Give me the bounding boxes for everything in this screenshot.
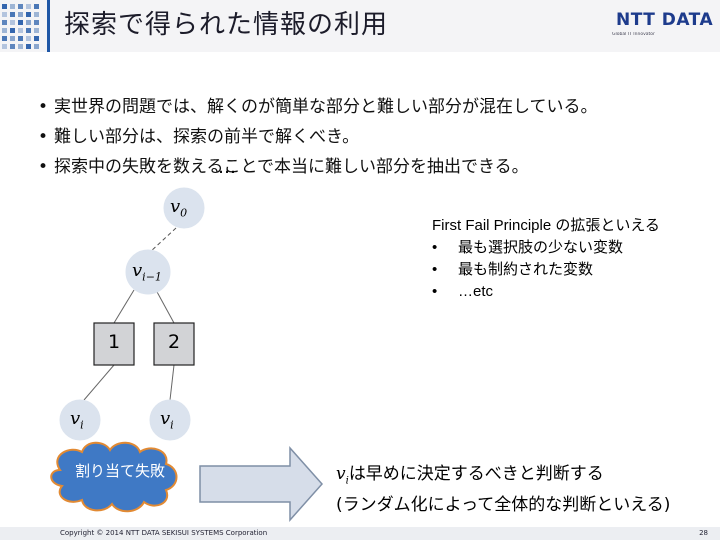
logo-tagline: Global IT Innovator (612, 32, 655, 37)
tree-node-leaf-right (149, 399, 191, 441)
logo-wordmark: NTT DATA (616, 10, 714, 30)
tree-node-leaf-left (59, 399, 101, 441)
note-item: •最も選択肢の少ない変数 (432, 237, 712, 259)
note-list: •最も選択肢の少ない変数 •最も制約された変数 •…etc (432, 237, 712, 303)
company-logo: NTT DATA Global IT Innovator (612, 10, 714, 44)
conclusion-line-2: (ランダム化によって全体的な判断といえる) (336, 495, 671, 516)
bullet-dot-icon: • (38, 97, 49, 117)
right-arrow-shape (199, 446, 324, 522)
failure-cloud-shape (50, 441, 178, 513)
leaf-left-label: vi (70, 408, 84, 432)
bullet-text: 探索中の失敗を数えることで本当に難しい部分を抽出できる。 (54, 157, 529, 177)
note-item: •…etc (432, 281, 712, 303)
bullet-dot-icon: • (38, 127, 49, 147)
slide-footer: Copyright © 2014 NTT DATA SEKISUI SYSTEM… (0, 527, 720, 540)
choice-box-2-label: 2 (167, 331, 181, 353)
bullet-dot-icon: • (432, 283, 438, 300)
conclusion-text: viは早めに決定するべきと判断する (ランダム化によって全体的な判断といえる) (336, 462, 670, 517)
bullet-text: 実世界の問題では、解くのが簡単な部分と難しい部分が混在している。 (54, 97, 598, 117)
tree-node-mid (125, 249, 171, 295)
tree-edge-dashed (149, 227, 177, 253)
bullet-item: •探索中の失敗を数えることで本当に難しい部分を抽出できる。 (38, 152, 598, 182)
cloud-failure-text: 割り当て失敗 (74, 462, 165, 480)
conclusion-variable: vi (336, 464, 349, 487)
root-node-label: v0 (170, 196, 188, 220)
bullet-list: •実世界の問題では、解くのが簡単な部分と難しい部分が混在している。 •難しい部分… (38, 92, 598, 182)
choice-box-1 (93, 322, 135, 366)
tree-edge (155, 289, 175, 324)
bullet-item: •実世界の問題では、解くのが簡単な部分と難しい部分が混在している。 (38, 92, 598, 122)
page-number: 28 (699, 529, 708, 537)
copyright-text: Copyright © 2014 NTT DATA SEKISUI SYSTEM… (60, 529, 268, 537)
leaf-right-label: vi (160, 408, 174, 432)
tree-edge (83, 364, 115, 401)
slide-header: 探索で得られた情報の利用 NTT DATA Global IT Innovato… (0, 0, 720, 52)
choice-box-2 (153, 322, 195, 366)
mid-node-label: vi−1 (132, 260, 162, 284)
bullet-dot-icon: • (432, 261, 438, 278)
more-branches-ellipsis: … (218, 157, 236, 178)
grid-decoration-icon (2, 4, 39, 49)
note-item: •最も制約された変数 (432, 259, 712, 281)
bullet-text: 難しい部分は、探索の前半で解くべき。 (54, 127, 360, 147)
bullet-dot-icon: • (38, 157, 49, 177)
note-heading: First Fail Principle の拡張といえる (432, 217, 660, 234)
bullet-item: •難しい部分は、探索の前半で解くべき。 (38, 122, 598, 152)
header-accent-bar (47, 0, 50, 52)
bullet-dot-icon: • (432, 239, 438, 256)
choice-box-1-label: 1 (107, 331, 121, 353)
principle-note: First Fail Principle の拡張といえる •最も選択肢の少ない変… (432, 215, 712, 303)
conclusion-line-1: viは早めに決定するべきと判断する (336, 464, 604, 487)
slide-title: 探索で得られた情報の利用 (64, 10, 389, 40)
tree-node-root (163, 187, 205, 229)
tree-edge (169, 364, 175, 401)
tree-edge (113, 289, 135, 324)
